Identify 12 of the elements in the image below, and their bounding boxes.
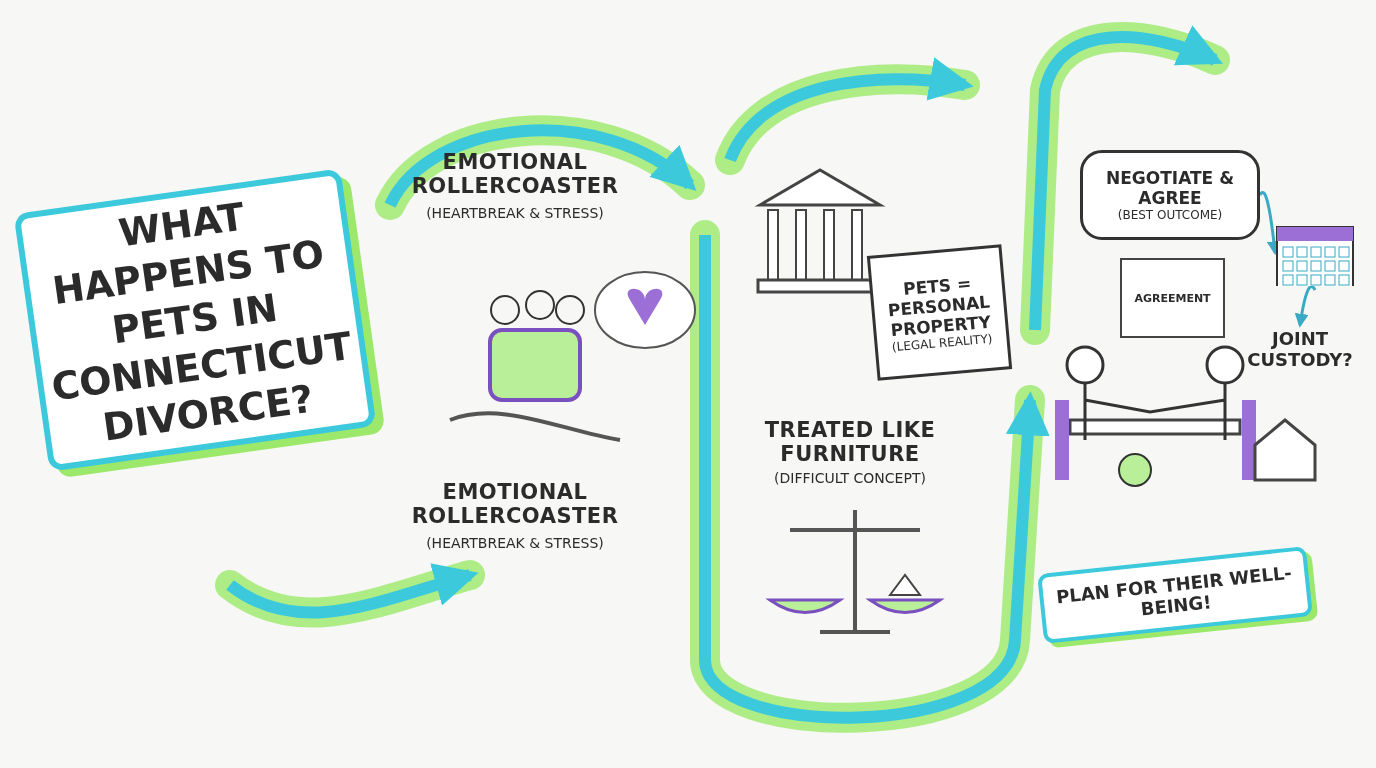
arrow [1294, 285, 1317, 328]
heading-text: EMOTIONAL ROLLERCOASTER [410, 150, 620, 198]
heading-text: NEGOTIATE & AGREE [1105, 168, 1235, 208]
subheading-text: (BEST OUTCOME) [1117, 208, 1223, 222]
question-text: JOINT CUSTODY? [1240, 325, 1360, 373]
subheading-text: (DIFFICULT CONCEPT) [773, 470, 927, 486]
heading-text: EMOTIONAL ROLLERCOASTER [410, 480, 620, 528]
agreement-document: AGREEMENT [1120, 258, 1225, 338]
heading-text: TREATED LIKE FURNITURE [763, 418, 937, 466]
subheading-text: (HEARTBREAK & STRESS) [425, 535, 605, 551]
speech-bubble [1080, 150, 1260, 240]
subheading-text: (HEARTBREAK & STRESS) [425, 205, 605, 221]
